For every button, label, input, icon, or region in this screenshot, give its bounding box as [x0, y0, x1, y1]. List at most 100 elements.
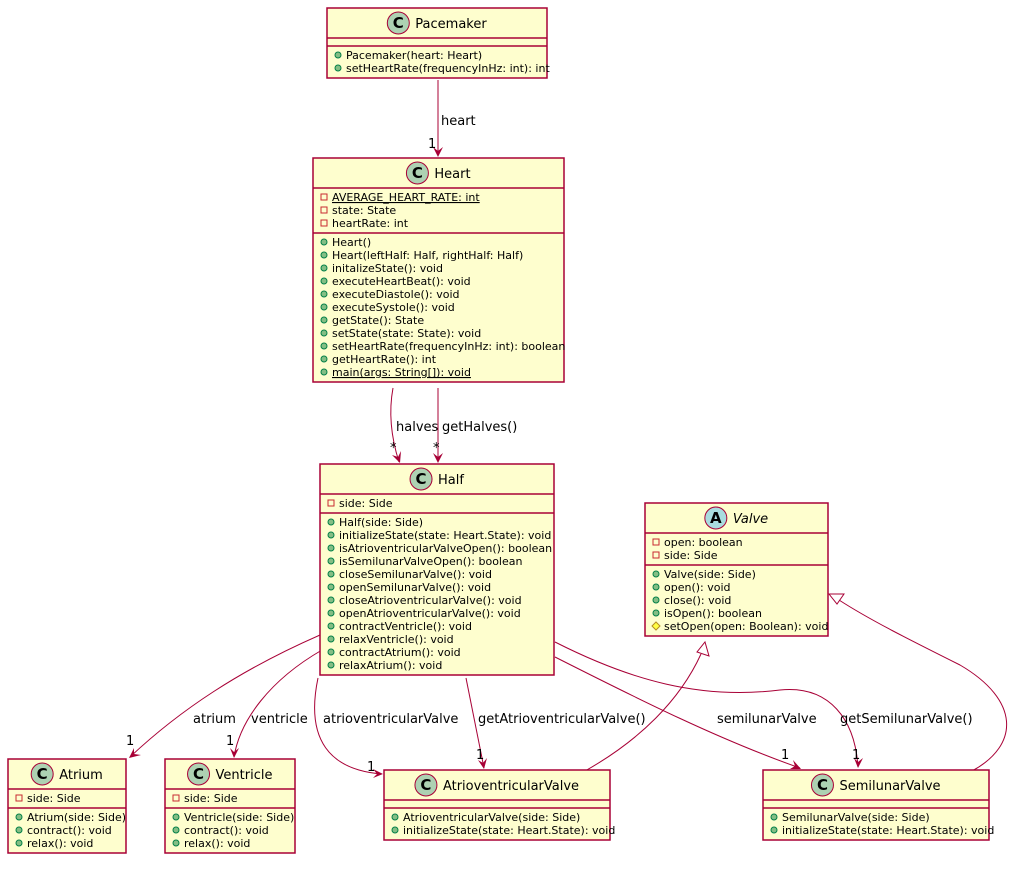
- class-method: setState(state: State): void: [332, 327, 481, 340]
- public-visibility-icon: [652, 596, 660, 604]
- public-visibility-icon: [320, 290, 328, 298]
- class-field: side: Side: [27, 792, 81, 805]
- class-method: main(args: String[]): void: [332, 366, 471, 379]
- class-method: isOpen(): boolean: [664, 607, 762, 620]
- relation-half-atrium[interactable]: atrium 1: [126, 634, 321, 758]
- public-visibility-icon: [327, 609, 335, 617]
- multiplicity: *: [433, 441, 440, 456]
- class-field: side: Side: [664, 549, 718, 562]
- relation-label: heart: [441, 114, 476, 129]
- multiplicity: 1: [781, 748, 789, 763]
- relation-pacemaker-heart[interactable]: heart 1: [428, 80, 476, 157]
- abstract-class-icon: [704, 506, 728, 530]
- class-method: close(): void: [664, 594, 731, 607]
- public-visibility-icon: [172, 839, 180, 847]
- class-method: openAtrioventricularValve(): void: [339, 607, 521, 620]
- public-visibility-icon: [15, 826, 23, 834]
- class-method: AtrioventricularValve(side: Side): [403, 811, 580, 824]
- class-method: executeHeartBeat(): void: [332, 275, 471, 288]
- public-visibility-icon: [320, 316, 328, 324]
- class-name: Valve: [733, 512, 768, 527]
- relation-half-av-getter[interactable]: getAtrioventricularValve() 1: [465, 677, 646, 769]
- class-method: open(): void: [664, 581, 731, 594]
- class-method: getHeartRate(): int: [332, 353, 437, 366]
- private-visibility-icon: [652, 551, 660, 559]
- class-method: isSemilunarValveOpen(): boolean: [339, 555, 522, 568]
- private-visibility-icon: [652, 538, 660, 546]
- class-icon: [30, 762, 54, 786]
- public-visibility-icon: [320, 251, 328, 259]
- public-visibility-icon: [320, 303, 328, 311]
- public-visibility-icon: [320, 329, 328, 337]
- relation-half-ventricle[interactable]: ventricle 1: [226, 649, 323, 758]
- public-visibility-icon: [770, 813, 778, 821]
- public-visibility-icon: [327, 583, 335, 591]
- class-method: contractAtrium(): void: [339, 646, 461, 659]
- class-name: SemilunarValve: [839, 779, 940, 794]
- class-field: state: State: [332, 204, 396, 217]
- class-method: isAtrioventricularValveOpen(): boolean: [339, 542, 552, 555]
- class-method: initializeState(state: Heart.State): voi…: [339, 529, 551, 542]
- protected-visibility-icon: [651, 621, 661, 631]
- class-kind-letter: A: [710, 509, 722, 527]
- class-kind-letter: C: [416, 470, 427, 488]
- relation-half-av-field[interactable]: atrioventricularValve 1: [314, 677, 459, 778]
- class-method: Heart(): [332, 236, 371, 249]
- public-visibility-icon: [320, 264, 328, 272]
- public-visibility-icon: [172, 813, 180, 821]
- class-name: Atrium: [59, 768, 103, 783]
- public-visibility-icon: [327, 570, 335, 578]
- public-visibility-icon: [334, 51, 342, 59]
- class-kind-letter: C: [193, 765, 204, 783]
- public-visibility-icon: [327, 661, 335, 669]
- multiplicity: 1: [428, 137, 436, 152]
- class-icon: [405, 161, 429, 185]
- class-method: initalizeState(): void: [332, 262, 443, 275]
- class-field: side: Side: [184, 792, 238, 805]
- relation-label: ventricle: [251, 712, 308, 727]
- class-method: Heart(leftHalf: Half, rightHalf: Half): [332, 249, 523, 262]
- inheritance-av-valve[interactable]: [584, 640, 710, 772]
- relation-label: halves: [396, 420, 439, 435]
- public-visibility-icon: [327, 596, 335, 604]
- class-name: Ventricle: [216, 768, 273, 783]
- private-visibility-icon: [320, 219, 328, 227]
- private-visibility-icon: [320, 193, 328, 201]
- class-method: contractVentricle(): void: [339, 620, 472, 633]
- relation-heart-half-halves[interactable]: halves *: [390, 387, 439, 463]
- private-visibility-icon: [327, 499, 335, 507]
- public-visibility-icon: [652, 583, 660, 591]
- multiplicity: 1: [852, 748, 860, 763]
- relation-heart-half-gethalves[interactable]: getHalves() *: [433, 388, 517, 463]
- class-kind-letter: C: [412, 164, 423, 182]
- public-visibility-icon: [15, 839, 23, 847]
- multiplicity: *: [390, 441, 397, 456]
- class-kind-letter: C: [420, 776, 431, 794]
- public-visibility-icon: [652, 609, 660, 617]
- relation-half-sv-field[interactable]: semilunarValve 1: [554, 656, 817, 769]
- class-kind-letter: C: [37, 765, 48, 783]
- public-visibility-icon: [327, 518, 335, 526]
- inheritance-sv-valve[interactable]: [827, 593, 1007, 772]
- class-name: Heart: [434, 167, 470, 182]
- relation-label: atrioventricularValve: [323, 712, 458, 727]
- public-visibility-icon: [15, 813, 23, 821]
- class-method: relaxVentricle(): void: [339, 633, 454, 646]
- public-visibility-icon: [334, 64, 342, 72]
- class-method: initializeState(state: Heart.State): voi…: [782, 824, 994, 837]
- class-method: Ventricle(side: Side): [184, 811, 294, 824]
- class-method: initializeState(state: Heart.State): voi…: [403, 824, 615, 837]
- relation-half-sv-getter[interactable]: getSemilunarValve() 1: [554, 641, 973, 768]
- private-visibility-icon: [15, 794, 23, 802]
- class-icon: [386, 11, 410, 35]
- class-method: Atrium(side: Side): [27, 811, 126, 824]
